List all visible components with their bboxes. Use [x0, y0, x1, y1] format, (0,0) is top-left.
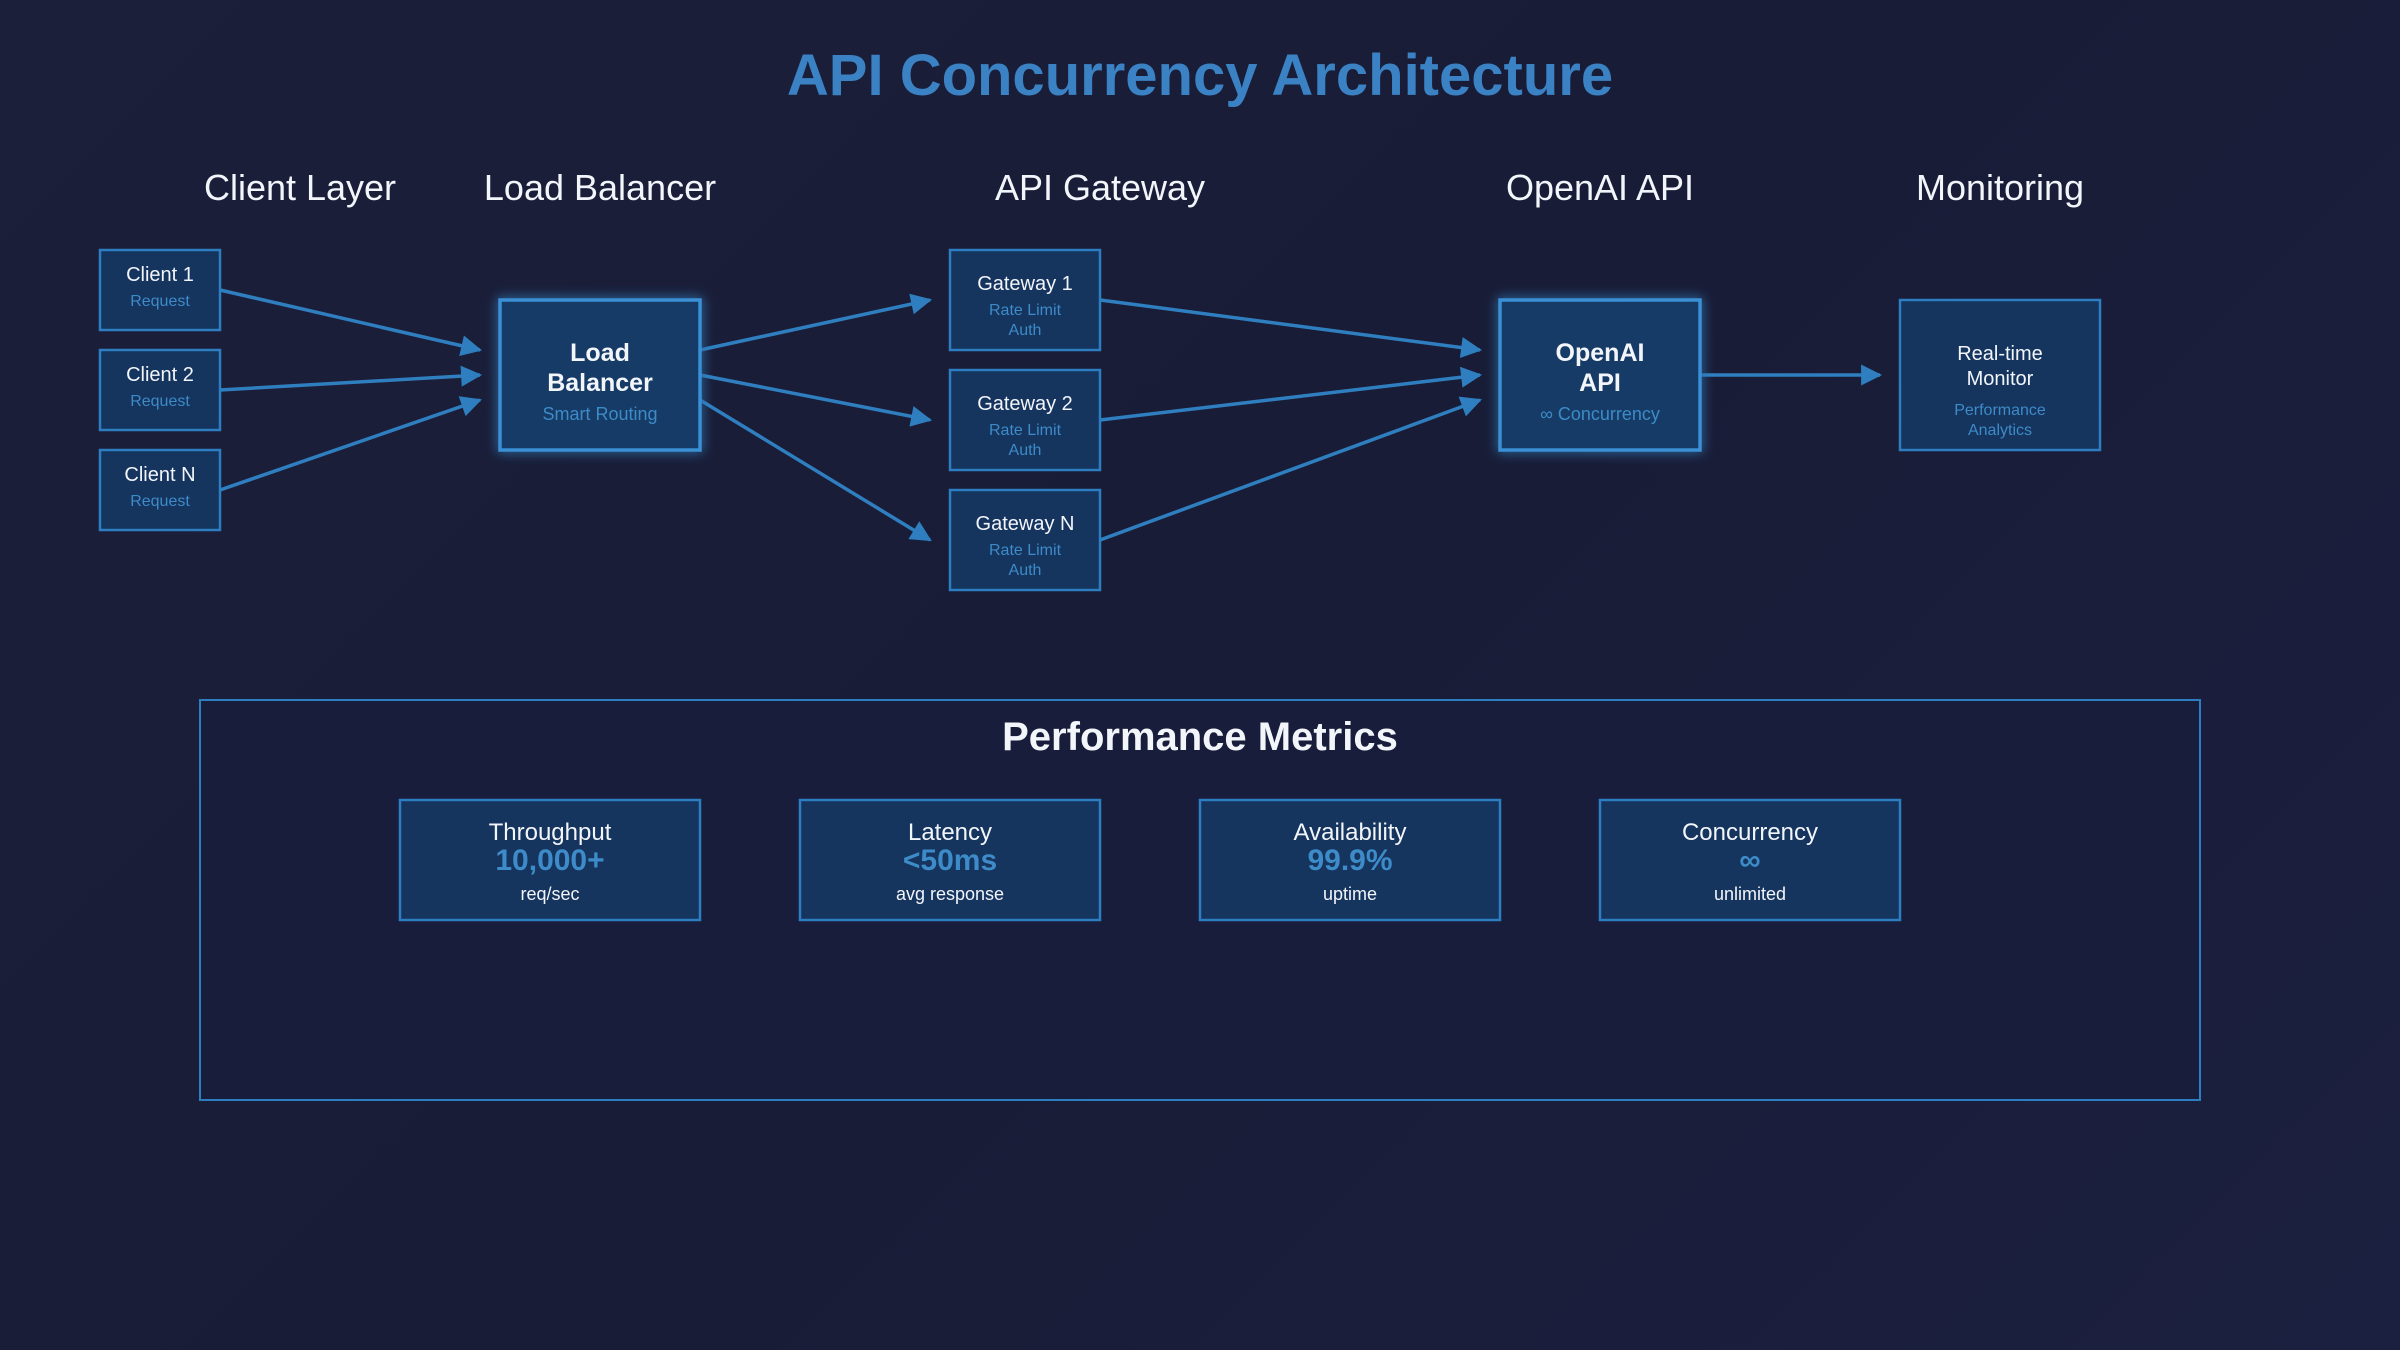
gateway-sub2: Auth — [1009, 562, 1042, 579]
client-sub: Request — [130, 393, 190, 410]
metric-label: Concurrency — [1682, 819, 1818, 846]
arrow-lb-to-gateway2 — [699, 373, 933, 427]
metric-value: <50ms — [903, 844, 997, 877]
arrow-gatewayn-to-openai — [1099, 396, 1482, 542]
metric-label: Availability — [1294, 819, 1407, 846]
arrow-gateway2-to-openai — [1099, 366, 1483, 422]
metric-value: ∞ — [1739, 844, 1760, 877]
metric-label: Latency — [908, 819, 992, 846]
metric-card-throughput: Throughput 10,000+ req/sec — [398, 798, 702, 922]
gateway-sub1: Rate Limit — [989, 542, 1062, 559]
arrow-client2-to-lb — [219, 365, 483, 392]
gateway-node-2: Gateway 2 Rate Limit Auth — [948, 368, 1102, 472]
metric-card-concurrency: Concurrency ∞ unlimited — [1598, 798, 1902, 922]
gateway-sub1: Rate Limit — [989, 422, 1062, 439]
gateway-name: Gateway 2 — [977, 393, 1073, 415]
page-title: API Concurrency Architecture — [787, 43, 1613, 108]
metric-value: 99.9% — [1307, 844, 1392, 877]
client-sub: Request — [130, 293, 190, 310]
monitor-line1: Real-time — [1957, 343, 2043, 365]
layer-header-monitoring: Monitoring — [1916, 167, 2084, 208]
load-balancer-line2: Balancer — [547, 369, 653, 397]
arrow-client1-to-lb — [219, 288, 483, 356]
client-node-2: Client 2 Request — [98, 348, 222, 432]
metric-value: 10,000+ — [495, 844, 604, 877]
monitor-line2: Monitor — [1967, 368, 2034, 390]
metric-unit: uptime — [1323, 884, 1377, 904]
metric-card-availability: Availability 99.9% uptime — [1198, 798, 1502, 922]
metric-unit: unlimited — [1714, 884, 1786, 904]
gateway-sub2: Auth — [1009, 442, 1042, 459]
client-name: Client 1 — [126, 264, 194, 286]
openai-line2: API — [1579, 369, 1621, 397]
gateway-node-1: Gateway 1 Rate Limit Auth — [948, 248, 1102, 352]
load-balancer-sub: Smart Routing — [542, 404, 657, 424]
openai-api-node: OpenAI API ∞ Concurrency — [1498, 298, 1702, 452]
metric-unit: req/sec — [520, 884, 579, 904]
metric-unit: avg response — [896, 884, 1004, 904]
arrow-lb-to-gatewayn — [699, 398, 932, 542]
gateway-name: Gateway 1 — [977, 273, 1073, 295]
monitor-node: Real-time Monitor Performance Analytics — [1898, 298, 2102, 452]
metrics-title: Performance Metrics — [1002, 715, 1398, 759]
load-balancer-node: Load Balancer Smart Routing — [498, 298, 702, 452]
gateway-sub1: Rate Limit — [989, 302, 1062, 319]
layer-header-openai: OpenAI API — [1506, 167, 1694, 208]
client-sub: Request — [130, 493, 190, 510]
openai-line1: OpenAI — [1556, 339, 1645, 367]
arrow-lb-to-gateway1 — [699, 293, 933, 352]
layer-header-load-balancer: Load Balancer — [484, 167, 716, 208]
monitor-sub2: Analytics — [1968, 422, 2032, 439]
arrow-clientn-to-lb — [219, 396, 482, 492]
gateway-name: Gateway N — [976, 513, 1075, 535]
openai-sub: ∞ Concurrency — [1540, 404, 1660, 424]
arrow-gateway1-to-openai — [1099, 298, 1483, 358]
metric-card-latency: Latency <50ms avg response — [798, 798, 1102, 922]
metric-label: Throughput — [489, 819, 612, 846]
layer-header-gateway: API Gateway — [995, 167, 1205, 208]
client-node-1: Client 1 Request — [98, 248, 222, 332]
gateway-node-n: Gateway N Rate Limit Auth — [948, 488, 1102, 592]
client-name: Client 2 — [126, 364, 194, 386]
client-node-n: Client N Request — [98, 448, 222, 532]
gateway-sub2: Auth — [1009, 322, 1042, 339]
load-balancer-line1: Load — [570, 339, 630, 367]
client-name: Client N — [124, 464, 195, 486]
monitor-sub1: Performance — [1954, 402, 2046, 419]
performance-metrics-panel: Performance Metrics Throughput 10,000+ r… — [199, 699, 2201, 1101]
layer-header-client: Client Layer — [204, 167, 396, 208]
